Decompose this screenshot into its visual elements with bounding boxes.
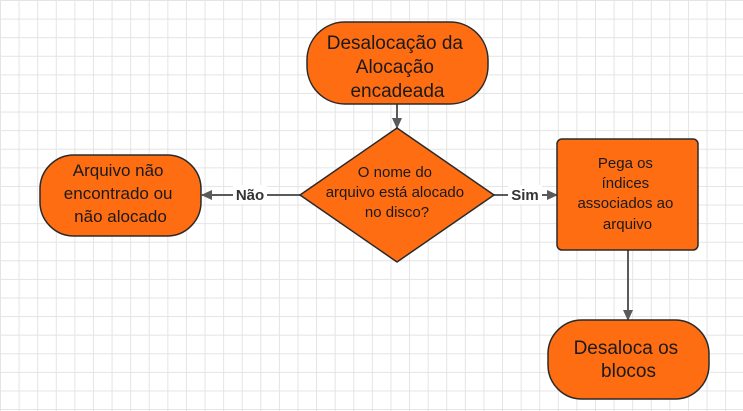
start-node-line: Alocação bbox=[356, 57, 434, 78]
get-indices-node-line: arquivo bbox=[603, 216, 652, 233]
get-indices-node-line: associados ao bbox=[577, 195, 673, 212]
not-found-node-label: Arquivo não encontrado ou não alocado bbox=[64, 161, 177, 226]
dealloc-node bbox=[547, 319, 710, 400]
decision-node bbox=[299, 127, 495, 263]
decision-node-line: no disco? bbox=[365, 204, 429, 221]
get-indices-node bbox=[556, 138, 699, 251]
start-node-line: encadeada bbox=[350, 81, 444, 102]
decision-node-line: O nome do bbox=[358, 164, 432, 181]
get-indices-node-line: Pega os bbox=[598, 155, 653, 172]
not-found-node-line: não alocado bbox=[74, 207, 167, 226]
no-label-bg bbox=[233, 185, 267, 204]
get-indices-node-label: Pega os índices associados ao arquivo bbox=[577, 155, 677, 233]
get-indices-node-line: índices bbox=[602, 175, 650, 192]
edge-label-yes: Sim bbox=[511, 187, 539, 204]
start-node bbox=[306, 21, 489, 105]
not-found-node bbox=[39, 154, 202, 237]
edge-label-no: Não bbox=[236, 187, 264, 204]
dealloc-node-line: blocos bbox=[601, 361, 656, 382]
dealloc-node-label: Desaloca os blocos bbox=[574, 338, 684, 382]
decision-node-line: arquivo está alocado bbox=[326, 184, 464, 201]
not-found-node-line: encontrado ou bbox=[64, 184, 173, 203]
decision-node-label: O nome do arquivo está alocado no disco? bbox=[326, 164, 469, 221]
dealloc-node-line: Desaloca os bbox=[574, 338, 679, 359]
not-found-node-line: Arquivo não bbox=[73, 161, 164, 180]
start-node-label: Desalocação da Alocação encadeada bbox=[327, 33, 469, 102]
yes-label-bg bbox=[508, 185, 542, 204]
start-node-line: Desalocação da bbox=[327, 33, 464, 54]
